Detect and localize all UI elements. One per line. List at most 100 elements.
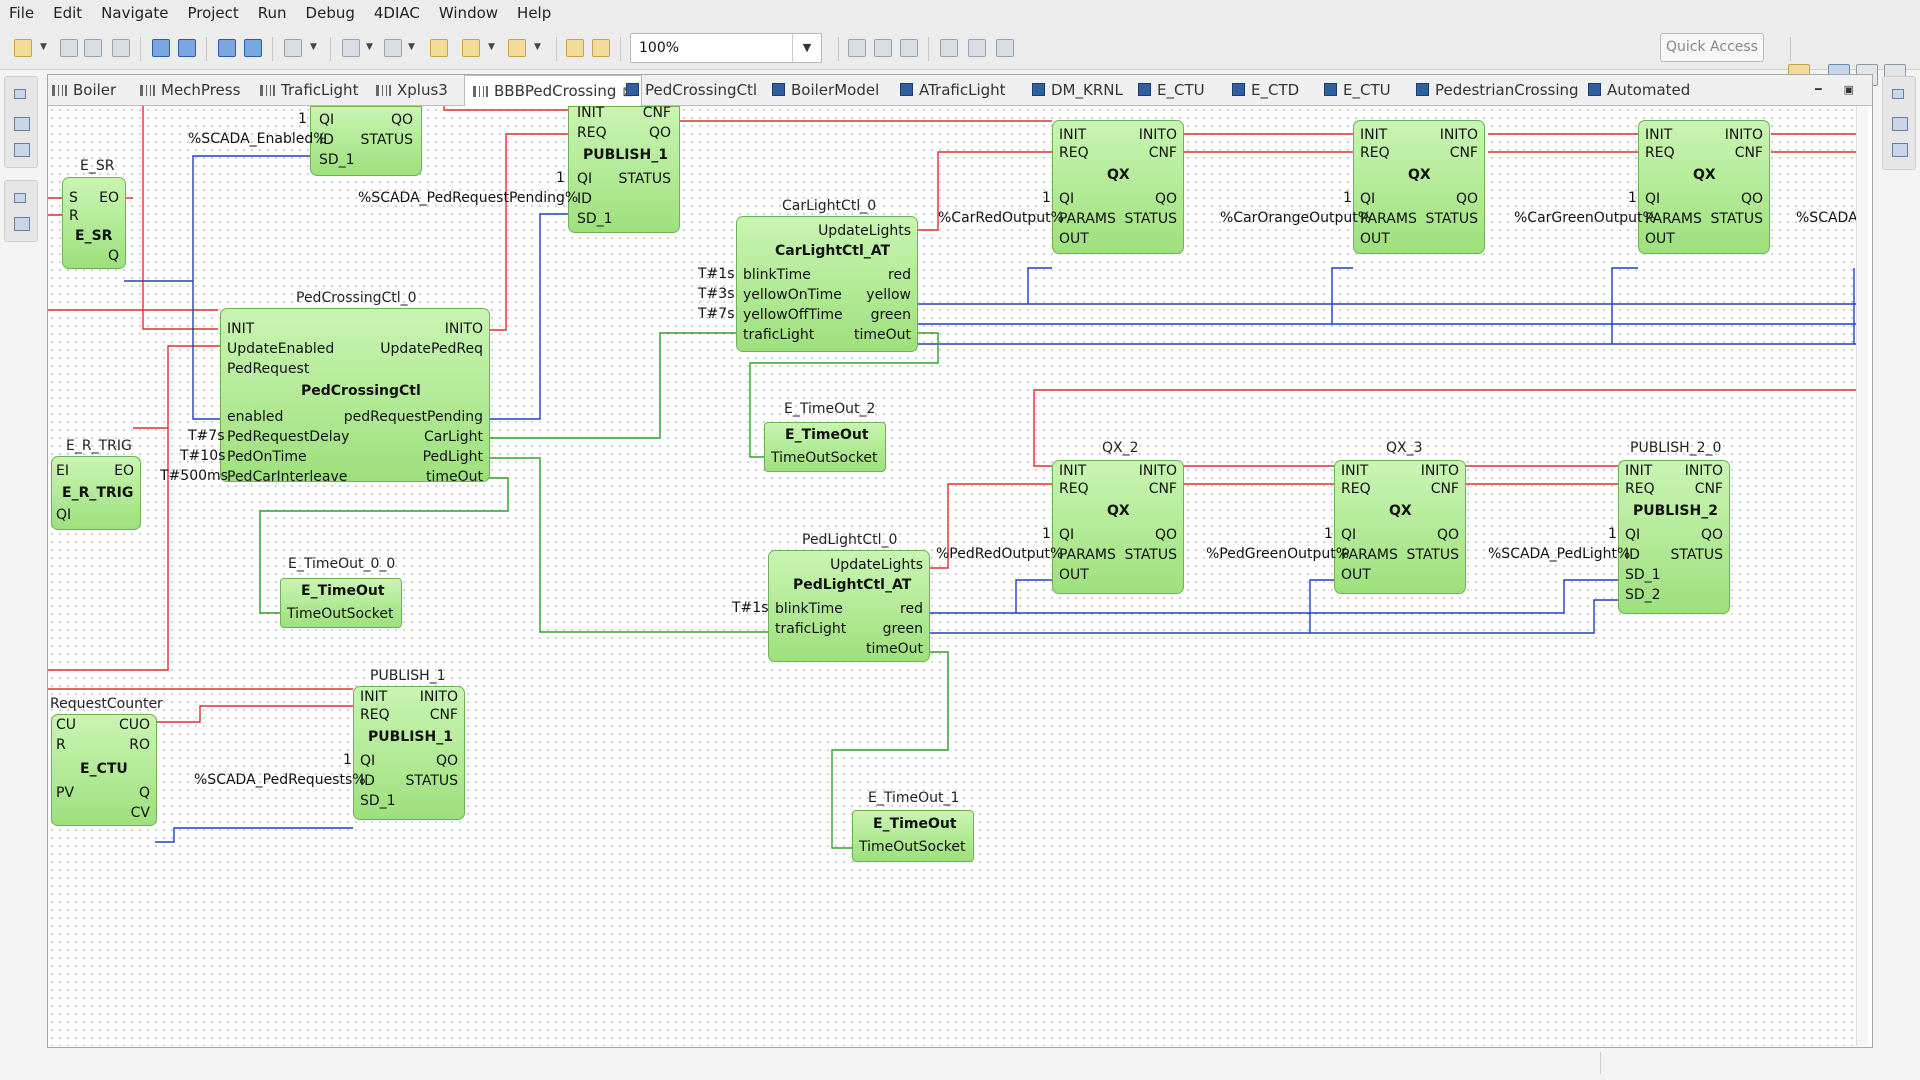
restore-icon[interactable] <box>1892 89 1904 99</box>
tab-boiler[interactable]: Boiler <box>52 75 116 105</box>
port-pedrequestdelay[interactable]: PedRequestDelay <box>227 429 350 445</box>
port-sd-1[interactable]: SD_1 <box>1625 567 1661 583</box>
data-connection[interactable] <box>124 155 310 282</box>
properties-view-icon[interactable] <box>1892 117 1908 131</box>
port-sd-1[interactable]: SD_1 <box>319 152 355 168</box>
port-params[interactable]: PARAMS <box>1059 211 1116 227</box>
port-r[interactable]: R <box>56 737 66 753</box>
port-inito[interactable]: INITO <box>1439 127 1478 143</box>
prev-annotation-dropdown-icon[interactable]: ▼ <box>408 42 415 52</box>
align-bottom-edge-icon[interactable] <box>996 39 1014 57</box>
port-sd-1[interactable]: SD_1 <box>577 211 613 227</box>
prev-annotation-icon[interactable] <box>384 39 402 57</box>
qx-0-block[interactable]: INIT REQ INITO CNF QX QI PARAMS OUT QO S… <box>1353 120 1485 254</box>
adapter-connection[interactable] <box>749 332 939 458</box>
maximize-icon[interactable]: ▣ <box>1843 83 1854 96</box>
port-yellow[interactable]: yellow <box>866 287 911 303</box>
port-qi[interactable]: QI <box>1645 191 1661 207</box>
data-connection[interactable] <box>1016 579 1618 614</box>
port-qo[interactable]: QO <box>435 753 458 769</box>
tab-automated[interactable]: Automated <box>1588 75 1690 105</box>
search-icon[interactable] <box>284 39 302 57</box>
port-cu[interactable]: CU <box>56 717 77 733</box>
event-connection[interactable] <box>1465 465 1618 485</box>
data-connection[interactable] <box>488 213 568 420</box>
new-icon[interactable] <box>14 39 32 57</box>
menu-window[interactable]: Window <box>438 4 499 22</box>
quick-access-field[interactable]: Quick Access <box>1660 33 1764 62</box>
publish-2-block[interactable]: INIT REQ INITO CNF PUBLISH_2 QI ID SD_1 … <box>1618 460 1730 614</box>
port-req[interactable]: REQ <box>1645 145 1675 161</box>
port-qi[interactable]: QI <box>1059 191 1075 207</box>
e-timeout-2-block[interactable]: E_TimeOut TimeOutSocket <box>764 422 886 472</box>
port-init[interactable]: INIT <box>1625 463 1653 479</box>
port-qi[interactable]: QI <box>577 171 593 187</box>
port-status[interactable]: STATUS <box>1710 211 1763 227</box>
data-connection[interactable] <box>192 281 220 420</box>
tab-e-ctd[interactable]: E_CTD <box>1232 75 1299 105</box>
new-dropdown-icon[interactable]: ▼ <box>40 42 47 52</box>
data-connection[interactable] <box>1027 267 1052 304</box>
diagram-canvas[interactable]: QI ID SD_1 QO STATUS 1 %SCADA_Enabled% E… <box>48 106 1868 1046</box>
monitor-icon[interactable] <box>178 39 196 57</box>
port-timeout[interactable]: timeOut <box>425 469 483 485</box>
e-timeout-1-block[interactable]: E_TimeOut TimeOutSocket <box>852 810 974 862</box>
port-pedrequestpending[interactable]: pedRequestPending <box>343 409 483 425</box>
port-cnf[interactable]: CNF <box>429 707 458 723</box>
port-updatelights[interactable]: UpdateLights <box>818 223 911 239</box>
port-timeoutsocket[interactable]: TimeOutSocket <box>287 606 394 622</box>
port-blinktime[interactable]: blinkTime <box>775 601 843 617</box>
port-cnf[interactable]: CNF <box>1694 481 1723 497</box>
port-req[interactable]: REQ <box>360 707 390 723</box>
port-sd-2[interactable]: SD_2 <box>1625 587 1661 603</box>
port-init[interactable]: INIT <box>577 106 605 121</box>
port-cnf[interactable]: CNF <box>1734 145 1763 161</box>
port-inito[interactable]: INITO <box>1138 463 1177 479</box>
last-edit-icon[interactable] <box>430 39 448 57</box>
port-out[interactable]: OUT <box>1059 567 1089 583</box>
port-cnf[interactable]: CNF <box>1430 481 1459 497</box>
chevron-down-icon[interactable]: ▼ <box>792 34 821 62</box>
data-connection[interactable] <box>155 827 353 843</box>
port-enabled[interactable]: enabled <box>227 409 284 425</box>
event-connection[interactable] <box>155 705 353 723</box>
tab-atraficlight[interactable]: ATraficLight <box>900 75 1006 105</box>
align-left-icon[interactable] <box>848 39 866 57</box>
next-annotation-dropdown-icon[interactable]: ▼ <box>366 42 373 52</box>
menu-navigate[interactable]: Navigate <box>101 4 169 22</box>
event-connection[interactable] <box>488 133 568 331</box>
align-middle-icon[interactable] <box>968 39 986 57</box>
port-timeoutsocket[interactable]: TimeOutSocket <box>771 450 878 466</box>
port-qi[interactable]: QI <box>1625 527 1641 543</box>
port-inito[interactable]: INITO <box>419 689 458 705</box>
menu-debug[interactable]: Debug <box>305 4 355 22</box>
port-init[interactable]: INIT <box>227 321 255 337</box>
port-s[interactable]: S <box>69 190 78 206</box>
qx-3-block[interactable]: INIT REQ INITO CNF QX QI PARAMS OUT QO S… <box>1334 460 1466 594</box>
port-out[interactable]: OUT <box>1341 567 1371 583</box>
port-pv[interactable]: PV <box>56 785 75 801</box>
port-q[interactable]: Q <box>107 248 119 264</box>
data-connection[interactable] <box>928 579 1052 614</box>
port-status[interactable]: STATUS <box>1124 547 1177 563</box>
port-timeoutsocket[interactable]: TimeOutSocket <box>859 839 966 855</box>
port-init[interactable]: INIT <box>1059 127 1087 143</box>
port-id[interactable]: ID <box>319 132 334 148</box>
adapter-connection[interactable] <box>259 477 509 614</box>
port-init[interactable]: INIT <box>1645 127 1673 143</box>
tab-pedestriancrossing[interactable]: PedestrianCrossing <box>1416 75 1579 105</box>
port-pedontime[interactable]: PedOnTime <box>227 449 307 465</box>
port-out[interactable]: OUT <box>1059 231 1089 247</box>
tab-e-ctu-2[interactable]: E_CTU <box>1324 75 1391 105</box>
event-connection[interactable] <box>916 151 1052 231</box>
port-id[interactable]: ID <box>1625 547 1640 563</box>
port-cnf[interactable]: CNF <box>1148 145 1177 161</box>
port-qo[interactable]: QO <box>1740 191 1763 207</box>
port-out[interactable]: OUT <box>1360 231 1390 247</box>
qx-block-1[interactable]: INIT REQ INITO CNF QX QI PARAMS OUT QO S… <box>1052 120 1184 254</box>
tab-e-ctu[interactable]: E_CTU <box>1138 75 1205 105</box>
data-connection[interactable] <box>1331 267 1353 324</box>
tab-boilermodel[interactable]: BoilerModel <box>772 75 879 105</box>
port-pedlight[interactable]: PedLight <box>422 449 483 465</box>
port-r[interactable]: R <box>69 208 79 224</box>
